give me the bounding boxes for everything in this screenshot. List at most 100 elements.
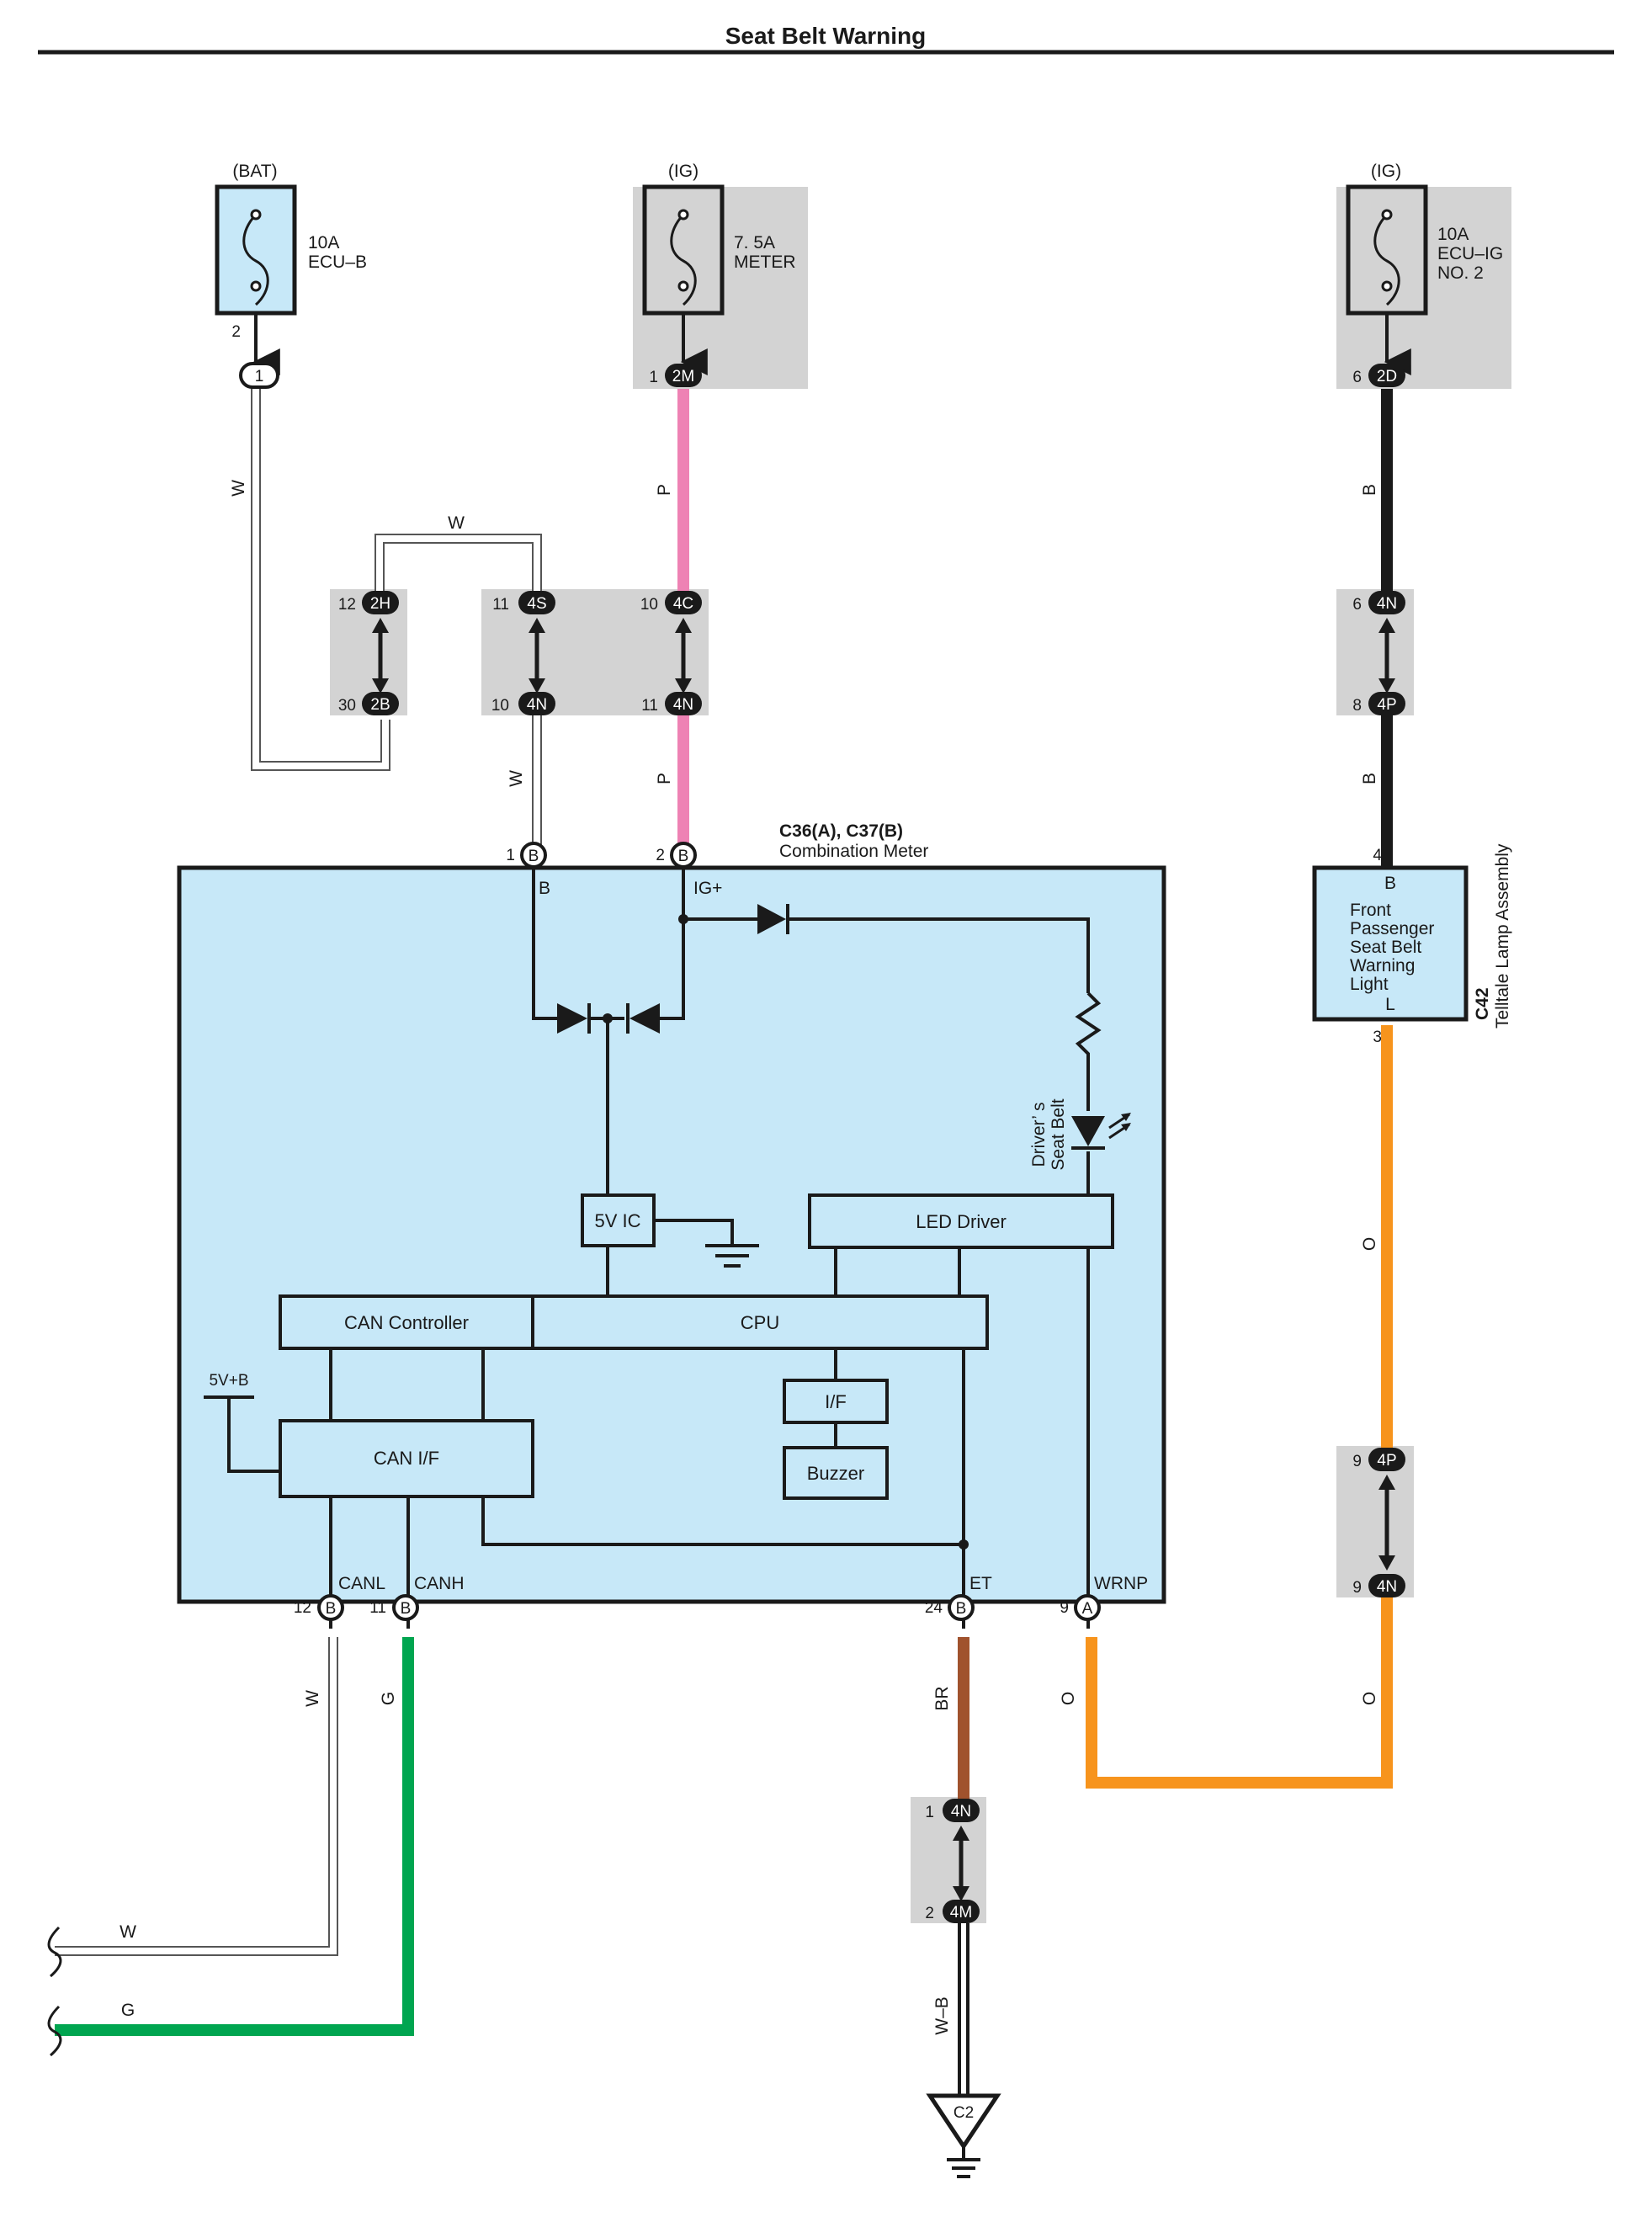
lamp-line-2: Passenger [1350,919,1434,938]
connector-4s-4n-link [529,618,545,694]
svg-text:4N: 4N [951,1803,971,1821]
supply-5vb-label: 5V+B [209,1372,248,1390]
wire-label-w-2: W [448,513,465,533]
svg-text:4M: 4M [950,1904,972,1922]
svg-text:2H: 2H [370,595,390,613]
svg-text:1: 1 [506,847,515,864]
svg-text:B: B [678,848,689,865]
wire-label-b-2: B [1360,773,1379,784]
svg-text:7. 5A: 7. 5A [734,233,775,252]
svg-text:2: 2 [656,847,665,864]
page-title: Seat Belt Warning [725,23,927,49]
svg-text:B: B [529,848,539,865]
svg-text:(IG): (IG) [668,162,699,181]
lamp-line-4: Warning [1350,956,1415,975]
wire-break-g [47,2005,62,2057]
wire-label-w-5: W [120,1922,136,1942]
junction-dot-ig [678,914,688,924]
svg-text:(BAT): (BAT) [232,162,277,181]
connector-4n-e: 1 4N [925,1799,980,1822]
meter-label-canh: CANH [414,1574,465,1593]
meter-terminal-canl: 12 B [294,1594,344,1621]
wire-label-w-4: W [303,1690,322,1707]
block-buzzer: Buzzer [783,1446,889,1500]
svg-text:2D: 2D [1377,368,1397,385]
svg-text:CAN Controller: CAN Controller [344,1312,469,1333]
block-led-driver: LED Driver [808,1193,1114,1249]
svg-text:12: 12 [338,596,356,614]
meter-label-ig: IG+ [693,879,722,898]
svg-text:4N: 4N [1377,1578,1397,1596]
lamp-terminal-l: L [1385,995,1395,1014]
connector-2h: 12 2H [338,591,399,614]
svg-text:A: A [1082,1600,1093,1618]
ground-icon-internal [705,1244,759,1268]
diode-ig-icon [757,904,789,934]
svg-text:8: 8 [1352,697,1362,715]
lamp-pin-l: 3 [1373,1029,1382,1046]
wire-label-o-3: O [1059,1692,1078,1705]
svg-text:10A: 10A [308,233,339,252]
svg-text:I/F: I/F [825,1391,847,1412]
svg-text:ECU–IG: ECU–IG [1437,244,1503,263]
block-5v-ic: 5V IC [581,1193,656,1247]
svg-text:4C: 4C [673,595,693,613]
wire-label-g-2: G [121,2001,135,2020]
wire-label-wb: W–B [932,1996,952,2035]
junction-dot-et [959,1539,969,1550]
svg-text:B: B [326,1600,337,1618]
connector-4n-d: 9 4N [1352,1574,1405,1597]
connector-4p-b: 9 4P [1352,1448,1405,1471]
fuse-ecu-ig-no2: (IG) 10A ECU–IG NO. 2 [1346,162,1503,316]
connector-4c: 10 4C [640,591,702,614]
connector-4n-4m-link [953,1826,969,1901]
meter-internal-wiring [227,867,1102,1629]
svg-text:4N: 4N [1377,595,1397,613]
wire-break-w [47,1926,62,1978]
meter-label-wrnp: WRNP [1094,1574,1148,1593]
svg-text:10: 10 [640,596,658,614]
indicator-label-1: Driver’ s [1029,1103,1049,1167]
connector-4p-4n-link [1378,1475,1395,1571]
svg-text:1: 1 [649,369,658,386]
wire-w-jumper [374,534,542,599]
meter-terminal-ig: 2 B [656,842,697,869]
svg-text:1: 1 [925,1804,934,1821]
meter-label-et: ET [969,1574,992,1593]
svg-text:30: 30 [338,697,356,715]
wire-label-w-3: W [507,770,526,787]
block-if: I/F [783,1379,889,1424]
connector-2h-2b-link [372,618,389,694]
lamp-terminal-b: B [1384,874,1396,893]
connector-4c-4n-link [675,618,692,694]
block-cpu: CPU [531,1294,989,1350]
svg-text:2M: 2M [672,368,694,385]
meter-label-b: B [539,879,550,898]
svg-text:10A: 10A [1437,225,1469,244]
wire-label-g-1: G [379,1692,398,1705]
svg-text:CAN I/F: CAN I/F [374,1448,439,1469]
svg-text:24: 24 [925,1599,943,1617]
junction-bg-4p-4n-lower [1336,1446,1414,1597]
wire-label-p-1: P [655,484,674,496]
diode-right-icon [626,1003,660,1034]
svg-text:4S: 4S [527,595,546,613]
connector-bat-1: 1 [239,362,279,389]
svg-text:9: 9 [1352,1579,1362,1597]
svg-text:2: 2 [925,1905,934,1922]
combination-meter-box [177,865,1166,1604]
svg-text:2: 2 [231,323,241,341]
wire-label-o-1: O [1360,1237,1379,1251]
svg-text:6: 6 [1352,596,1362,614]
telltale-lamp-box [1312,865,1469,1022]
meter-terminal-wrnp: 9 A [1060,1594,1101,1621]
connector-2d: 6 2D [1352,364,1405,387]
svg-text:11: 11 [369,1599,386,1617]
ground-point-c2-icon: C2 [926,2093,1001,2178]
diode-left-icon [557,1003,608,1034]
wire-w-bat [251,387,390,771]
led-indicator-icon [1071,1113,1131,1150]
svg-text:6: 6 [1352,369,1362,386]
meter-name: Combination Meter [779,842,928,861]
